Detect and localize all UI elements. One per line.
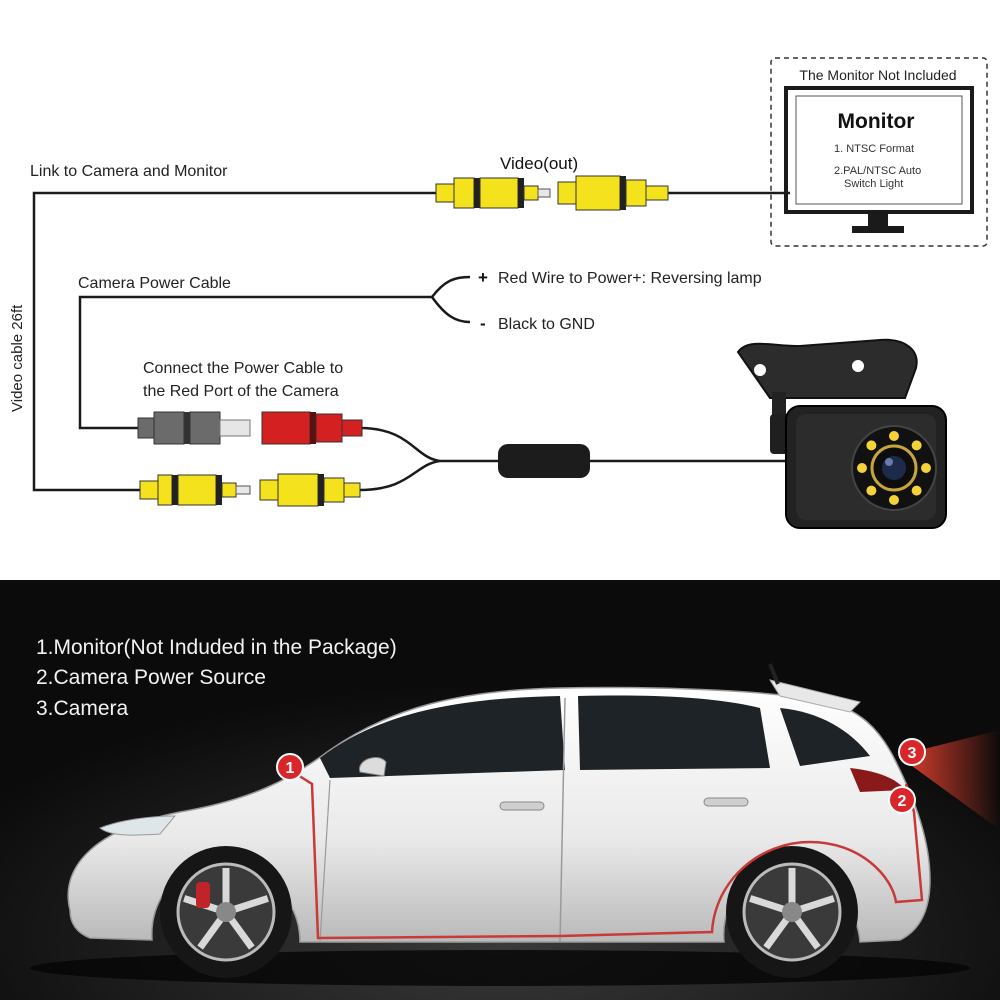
camera-mounting-bracket	[736, 338, 918, 399]
legend-item-1: 1.Monitor(Not Induded in the Package)	[36, 636, 397, 659]
video-connector-female-bottom	[259, 473, 361, 507]
monitor-screen	[795, 95, 963, 205]
inline-filter-box	[498, 444, 590, 478]
monitor-stand	[852, 226, 904, 233]
video-connector-male-bottom	[139, 474, 251, 506]
wiring-diagram: The Monitor Not Included Monitor 1. NTSC…	[9, 57, 988, 529]
marker-monitor: 1	[276, 753, 304, 781]
marker-2-label: 2	[898, 793, 907, 810]
monitor-title: Monitor	[838, 110, 915, 133]
cable-route-line	[289, 768, 924, 940]
connect-note-line-1: Connect the Power Cable to	[143, 360, 343, 377]
head-light	[99, 815, 177, 836]
dashed-frame	[770, 57, 988, 247]
monitor-box: The Monitor Not Included Monitor 1. NTSC…	[770, 57, 988, 247]
bracket-hole	[852, 360, 864, 372]
monitor-not-included-label: The Monitor Not Included	[799, 67, 956, 83]
power-cable	[78, 295, 432, 430]
monitor-spec-2: 2.PAL/NTSC Auto	[834, 165, 921, 177]
car-illustration	[30, 663, 970, 986]
led-light	[866, 440, 877, 451]
connect-note-line-2: the Red Port of the Camera	[143, 383, 339, 400]
power-connector-red	[261, 411, 363, 445]
camera-illustration	[736, 338, 947, 529]
red-wire-sign: +	[478, 268, 488, 287]
rear-wheel	[726, 846, 858, 978]
marker-1-label: 1	[286, 760, 295, 777]
legend-item-2: 2.Camera Power Source	[36, 666, 266, 689]
power-cable-label: Camera Power Cable	[78, 275, 231, 292]
camera-view-beam	[912, 730, 1000, 830]
black-wire-branch	[430, 296, 471, 324]
led-light	[857, 463, 867, 473]
marker-3-label: 3	[908, 745, 917, 762]
video-out-label: Video(out)	[500, 154, 578, 173]
door-handle	[703, 797, 749, 807]
led-light	[866, 485, 877, 496]
bracket-hole	[754, 364, 766, 376]
cable-lines	[32, 191, 790, 492]
front-wheel	[160, 846, 292, 978]
video-cable-label: Video cable 26ft	[9, 304, 26, 412]
led-light	[889, 431, 899, 441]
red-wire-label: Red Wire to Power+: Reversing lamp	[498, 270, 762, 287]
brake-caliper	[196, 882, 210, 908]
monitor-spec-2-cont: Switch Light	[844, 178, 903, 190]
tail-light	[850, 768, 905, 792]
lens-glare	[885, 458, 893, 466]
video-cable	[32, 191, 436, 492]
marker-power-source: 2	[888, 786, 916, 814]
lens-glass	[882, 456, 906, 480]
rear-window	[578, 695, 770, 770]
led-light	[889, 495, 899, 505]
monitor-neck	[868, 212, 888, 226]
car-installation-scene: 1.Monitor(Not Induded in the Package) 2.…	[0, 580, 1000, 1000]
led-light	[921, 463, 931, 473]
front-window	[320, 696, 565, 778]
link-label: Link to Camera and Monitor	[30, 163, 228, 180]
door-seam	[559, 697, 566, 943]
black-wire-label: Black to GND	[498, 316, 595, 333]
marker-camera: 3	[898, 738, 926, 766]
door-seam	[319, 779, 331, 943]
side-mirror	[359, 757, 387, 777]
red-wire-branch	[431, 275, 471, 298]
rear-quarter-window	[780, 708, 870, 766]
monitor-spec-1: 1. NTSC Format	[834, 143, 914, 155]
y-splitter	[359, 426, 441, 492]
led-light	[911, 485, 922, 496]
black-wire-sign: -	[480, 314, 486, 333]
legend-item-3: 3.Camera	[36, 697, 129, 720]
rear-spoiler	[768, 679, 861, 713]
led-light	[911, 440, 922, 451]
antenna	[768, 663, 780, 685]
led-ring	[857, 431, 931, 505]
video-out-connector-female	[557, 175, 669, 211]
video-out-connector-male	[435, 177, 551, 209]
door-handle	[499, 801, 545, 811]
power-connector-gray	[137, 411, 251, 445]
